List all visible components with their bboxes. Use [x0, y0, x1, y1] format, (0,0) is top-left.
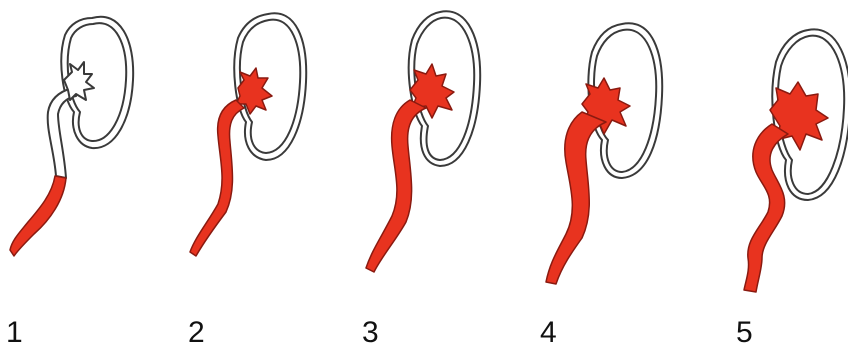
- stage-number-3: 3: [362, 318, 379, 348]
- stage-3-ureter: [366, 100, 426, 272]
- stage-4-illustration: [546, 23, 662, 284]
- stage-1-illustration: [10, 17, 133, 256]
- stage-3-illustration: [366, 11, 480, 272]
- stage-1-ureter: [48, 88, 76, 178]
- stage-1-red-segment: [10, 176, 66, 256]
- stage-number-4: 4: [540, 318, 557, 348]
- stage-number-2: 2: [188, 318, 205, 348]
- stage-number-5: 5: [736, 318, 753, 348]
- stage-4-ureter: [546, 112, 606, 284]
- stage-5-illustration: [744, 29, 848, 292]
- stage-number-1: 1: [6, 318, 23, 348]
- stage-2-ureter: [190, 100, 244, 256]
- stage-5-ureter: [744, 124, 788, 292]
- stage-2-illustration: [190, 13, 306, 256]
